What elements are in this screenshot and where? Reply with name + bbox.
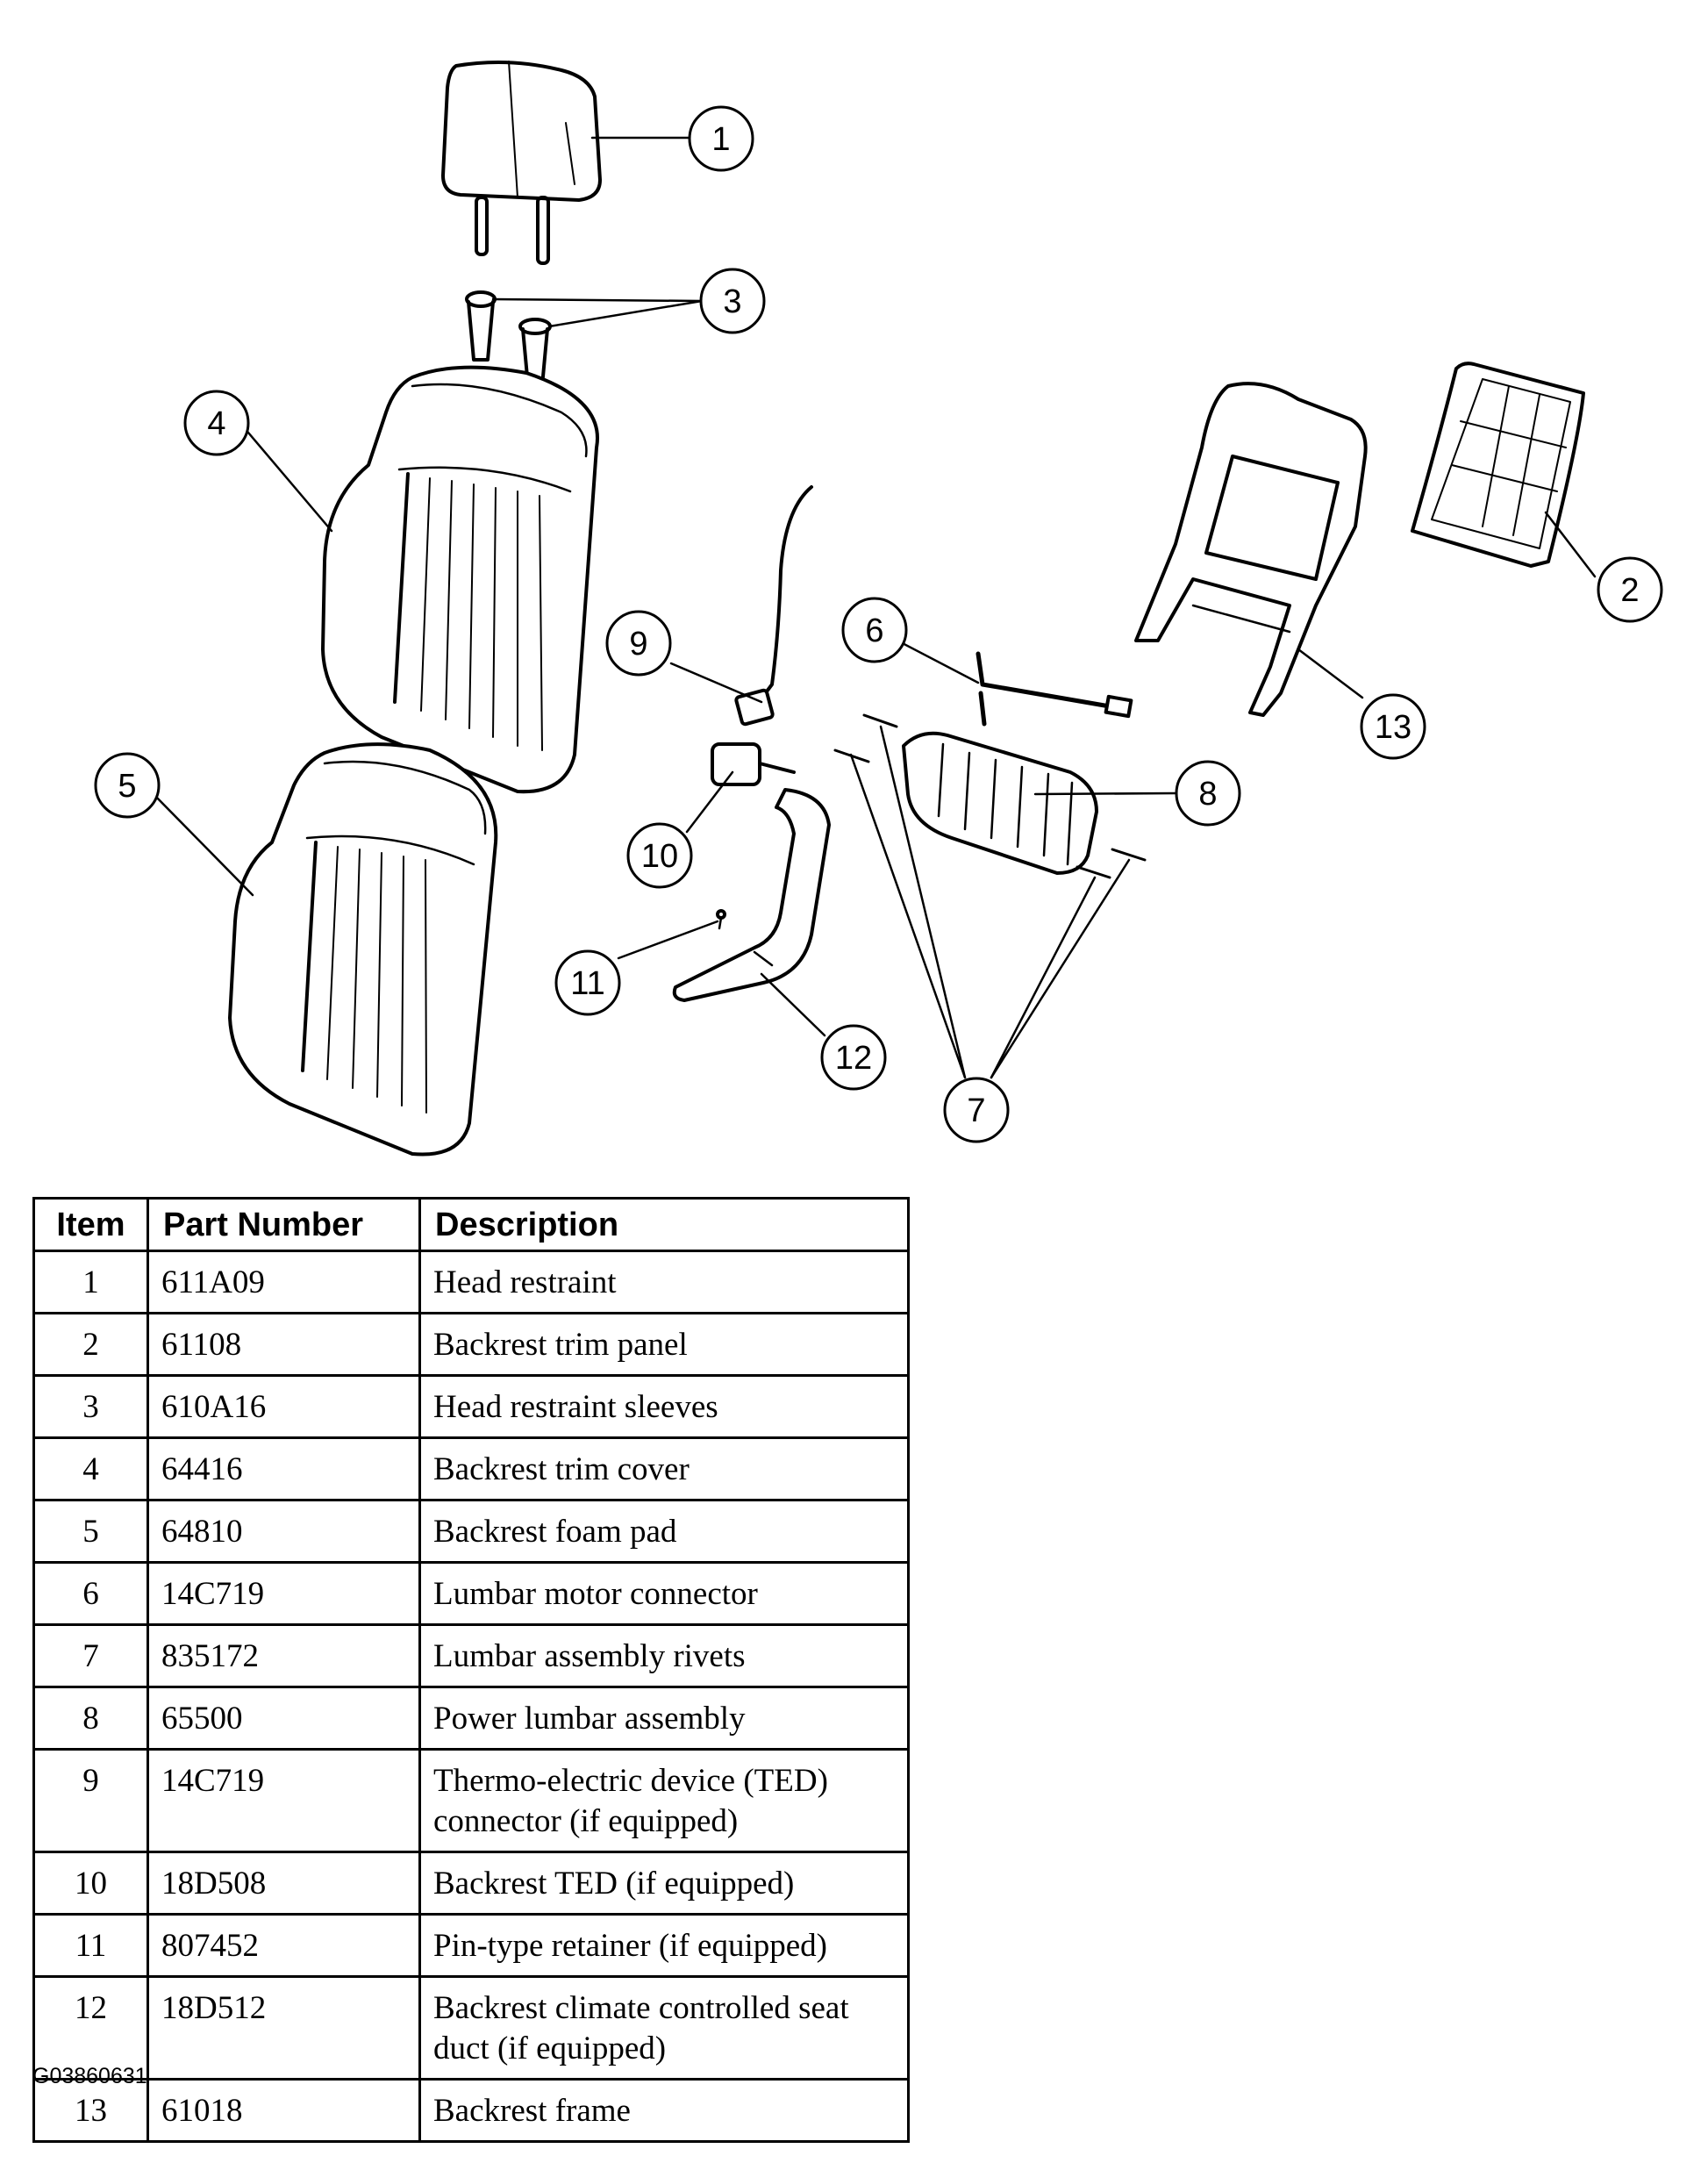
cell-part-number: 18D512 xyxy=(147,1975,421,2081)
table-row: 6 14C719 Lumbar motor connector xyxy=(32,1561,910,1626)
table-row: 2 61108 Backrest trim panel xyxy=(32,1312,910,1377)
callout-12: 12 xyxy=(835,1040,872,1077)
cell-part-number: 807452 xyxy=(147,1913,421,1978)
cell-item: 13 xyxy=(32,2078,149,2143)
cell-item: 2 xyxy=(32,1312,149,1377)
cell-item: 5 xyxy=(32,1499,149,1564)
cell-item: 1 xyxy=(32,1250,149,1314)
backrest-trim-cover-drawing xyxy=(321,365,599,794)
cell-description: Lumbar assembly rivets xyxy=(418,1623,910,1688)
table-row: 10 18D508 Backrest TED (if equipped) xyxy=(32,1851,910,1916)
cell-description: Head restraint sleeves xyxy=(418,1374,910,1439)
cell-item: 11 xyxy=(32,1913,149,1978)
backrest-ted-drawing xyxy=(711,742,796,786)
power-lumbar-assembly-drawing xyxy=(902,731,1098,875)
figure-id: G03860631 xyxy=(32,2064,147,2088)
callout-5: 5 xyxy=(118,768,136,805)
table-row: 1 611A09 Head restraint xyxy=(32,1250,910,1314)
cell-item: 3 xyxy=(32,1374,149,1439)
cell-description: Head restraint xyxy=(418,1250,910,1314)
table-row: 3 610A16 Head restraint sleeves xyxy=(32,1374,910,1439)
table-header-row: Item Part Number Description xyxy=(32,1197,910,1252)
cell-description: Backrest trim cover xyxy=(418,1436,910,1501)
cell-item: 9 xyxy=(32,1748,149,1853)
lumbar-motor-connector-drawing xyxy=(975,651,1133,727)
backrest-foam-pad-drawing xyxy=(228,742,498,1157)
callout-3: 3 xyxy=(723,283,741,320)
cell-part-number: 610A16 xyxy=(147,1374,421,1439)
header-item: Item xyxy=(32,1197,149,1252)
callout-4: 4 xyxy=(207,405,225,442)
table-row: 12 18D512 Backrest climate controlled se… xyxy=(32,1975,910,2081)
callout-circles xyxy=(94,105,1663,1143)
callout-labels: 1 2 3 4 5 6 7 8 9 10 11 12 13 xyxy=(118,121,1639,1129)
seat-duct-drawing xyxy=(672,788,831,1002)
cell-part-number: 64416 xyxy=(147,1436,421,1501)
table-row: 9 14C719 Thermo-electric device (TED) co… xyxy=(32,1748,910,1853)
pin-type-retainer-drawing xyxy=(716,909,726,930)
cell-item: 4 xyxy=(32,1436,149,1501)
cell-item: 10 xyxy=(32,1851,149,1916)
cell-description: Pin-type retainer (if equipped) xyxy=(418,1913,910,1978)
cell-description: Backrest trim panel xyxy=(418,1312,910,1377)
cell-description: Power lumbar assembly xyxy=(418,1686,910,1751)
table-row: 4 64416 Backrest trim cover xyxy=(32,1436,910,1501)
callout-8: 8 xyxy=(1198,776,1217,813)
cell-description: Lumbar motor connector xyxy=(418,1561,910,1626)
table-row: 13 61018 Backrest frame xyxy=(32,2078,910,2143)
cell-part-number: 18D508 xyxy=(147,1851,421,1916)
cell-description: Thermo-electric device (TED) connector (… xyxy=(418,1748,910,1853)
backrest-frame-drawing xyxy=(1134,382,1368,717)
callout-9: 9 xyxy=(629,626,647,663)
cell-part-number: 611A09 xyxy=(147,1250,421,1314)
table-row: 7 835172 Lumbar assembly rivets xyxy=(32,1623,910,1688)
leader-lines xyxy=(147,136,1597,1079)
backrest-trim-panel-drawing xyxy=(1411,362,1585,568)
callout-10: 10 xyxy=(641,838,678,875)
callout-11: 11 xyxy=(570,965,604,1002)
cell-item: 8 xyxy=(32,1686,149,1751)
cell-description: Backrest foam pad xyxy=(418,1499,910,1564)
header-part-number: Part Number xyxy=(147,1197,421,1252)
table-row: 8 65500 Power lumbar assembly xyxy=(32,1686,910,1751)
cell-description: Backrest TED (if equipped) xyxy=(418,1851,910,1916)
parts-table: Item Part Number Description 1 611A09 He… xyxy=(32,1197,910,2143)
cell-part-number: 835172 xyxy=(147,1623,421,1688)
head-restraint-drawing xyxy=(441,61,602,265)
cell-item: 6 xyxy=(32,1561,149,1626)
cell-part-number: 64810 xyxy=(147,1499,421,1564)
cell-part-number: 14C719 xyxy=(147,1748,421,1853)
callout-2: 2 xyxy=(1620,572,1639,609)
callout-1: 1 xyxy=(711,121,730,158)
table-row: 11 807452 Pin-type retainer (if equipped… xyxy=(32,1913,910,1978)
cell-part-number: 61108 xyxy=(147,1312,421,1377)
cell-part-number: 14C719 xyxy=(147,1561,421,1626)
callout-6: 6 xyxy=(865,612,883,649)
callout-7: 7 xyxy=(967,1092,985,1129)
exploded-view-diagram: 1 2 3 4 5 6 7 8 9 10 11 12 13 xyxy=(94,61,1663,1157)
table-row: 5 64810 Backrest foam pad xyxy=(32,1499,910,1564)
cell-description: Backrest frame xyxy=(418,2078,910,2143)
header-description: Description xyxy=(418,1197,910,1252)
cell-part-number: 65500 xyxy=(147,1686,421,1751)
cell-item: 12 xyxy=(32,1975,149,2081)
cell-part-number: 61018 xyxy=(147,2078,421,2143)
ted-connector-drawing xyxy=(734,485,813,727)
cell-description: Backrest climate controlled seat duct (i… xyxy=(418,1975,910,2081)
cell-item: 7 xyxy=(32,1623,149,1688)
callout-13: 13 xyxy=(1375,709,1411,746)
